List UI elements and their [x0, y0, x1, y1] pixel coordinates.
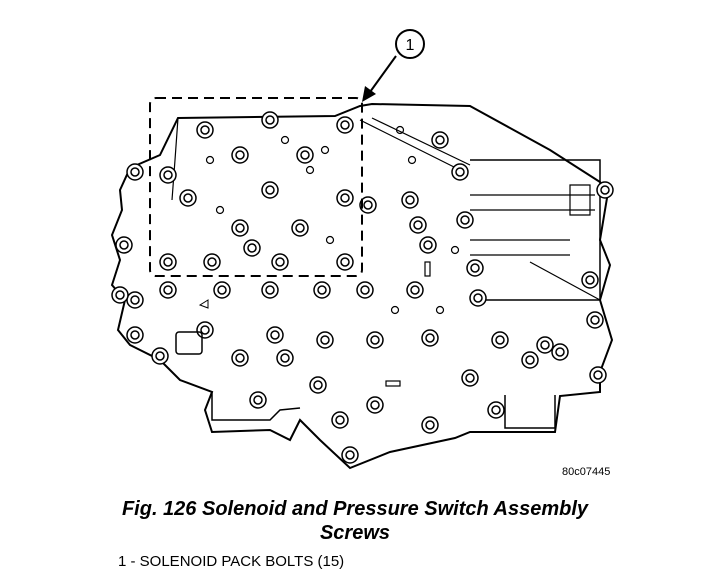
- figure-caption-line1: Fig. 126 Solenoid and Pressure Switch As…: [121, 498, 589, 520]
- lower-step: [211, 392, 556, 429]
- port-hole: [305, 165, 315, 175]
- figure-code: 80c07445: [562, 466, 610, 478]
- bolt-head: [243, 239, 261, 257]
- bolt-head: [231, 146, 249, 164]
- bolt-head: [589, 366, 607, 384]
- bolt-head: [196, 121, 214, 139]
- bolt-head: [366, 331, 384, 349]
- bolt-head: [296, 146, 314, 164]
- bolt-head: [336, 253, 354, 271]
- bolt-head: [431, 131, 449, 149]
- port-hole: [280, 135, 290, 145]
- bolt-head: [261, 281, 279, 299]
- bolt-head: [419, 236, 437, 254]
- bolt-head: [409, 216, 427, 234]
- bolt-head: [456, 211, 474, 229]
- port-hole: [390, 305, 400, 315]
- bolt-head: [231, 219, 249, 237]
- bolts-group: [111, 111, 614, 464]
- solenoid-pack-outline: [149, 97, 363, 277]
- bolt-head: [261, 111, 279, 129]
- bolt-head: [341, 446, 359, 464]
- bolt-head: [313, 281, 331, 299]
- bolt-head: [126, 163, 144, 181]
- bolt-head: [336, 116, 354, 134]
- bolt-head: [336, 189, 354, 207]
- arrow-marker: [198, 299, 209, 309]
- bolt-head: [271, 253, 289, 271]
- bolt-head: [469, 289, 487, 307]
- channel-block: [470, 159, 601, 301]
- bolt-head: [249, 391, 267, 409]
- port-hole: [395, 125, 405, 135]
- bolt-head: [261, 181, 279, 199]
- bolt-head: [196, 321, 214, 339]
- bolt-head: [159, 253, 177, 271]
- bolt-head: [551, 343, 569, 361]
- bolt-head: [356, 281, 374, 299]
- bolt-head: [421, 416, 439, 434]
- bolt-head: [366, 396, 384, 414]
- bolt-head: [159, 281, 177, 299]
- bolt-head: [309, 376, 327, 394]
- bolt-head: [451, 163, 469, 181]
- bolt-head: [406, 281, 424, 299]
- bolt-head: [111, 286, 129, 304]
- bolt-head: [213, 281, 231, 299]
- bolt-head: [586, 311, 604, 329]
- callout-circle: [395, 29, 425, 59]
- port-hole: [450, 245, 460, 255]
- bolt-head: [581, 271, 599, 289]
- port-hole: [407, 155, 417, 165]
- bolt-head: [521, 351, 539, 369]
- port-hole: [325, 235, 335, 245]
- channel-lines: [470, 184, 601, 301]
- bolt-head: [466, 259, 484, 277]
- bolt-head: [203, 253, 221, 271]
- port-hole: [320, 145, 330, 155]
- bolt-head: [461, 369, 479, 387]
- square-port: [175, 331, 203, 355]
- bolt-head: [179, 189, 197, 207]
- bolt-head: [331, 411, 349, 429]
- bolt-head: [159, 166, 177, 184]
- slot-marker: [385, 380, 401, 387]
- bolt-head: [126, 326, 144, 344]
- bolt-head: [596, 181, 614, 199]
- bolt-head: [115, 236, 133, 254]
- bolt-head: [536, 336, 554, 354]
- port-hole: [215, 205, 225, 215]
- bolt-head: [487, 401, 505, 419]
- bolt-head: [401, 191, 419, 209]
- bolt-head: [421, 329, 439, 347]
- bolt-head: [266, 326, 284, 344]
- port-hole: [205, 155, 215, 165]
- legend-item: 1 - SOLENOID PACK BOLTS (15): [118, 553, 345, 570]
- bolt-head: [126, 291, 144, 309]
- valve-body-diagram: 1 80c07445: [110, 29, 614, 478]
- callout-arrowhead: [362, 86, 376, 102]
- bolt-head: [491, 331, 509, 349]
- inner-edge: [171, 117, 471, 201]
- bolt-head: [231, 349, 249, 367]
- figure-caption-line2: Screws: [319, 522, 391, 544]
- bolt-head: [276, 349, 294, 367]
- callout-leader: [369, 55, 397, 93]
- callout-number: 1: [406, 37, 415, 54]
- bolt-head: [291, 219, 309, 237]
- slot-marker: [424, 261, 431, 277]
- port-hole: [435, 305, 445, 315]
- bolt-head: [316, 331, 334, 349]
- bolt-head: [359, 196, 377, 214]
- bolt-head: [151, 347, 169, 365]
